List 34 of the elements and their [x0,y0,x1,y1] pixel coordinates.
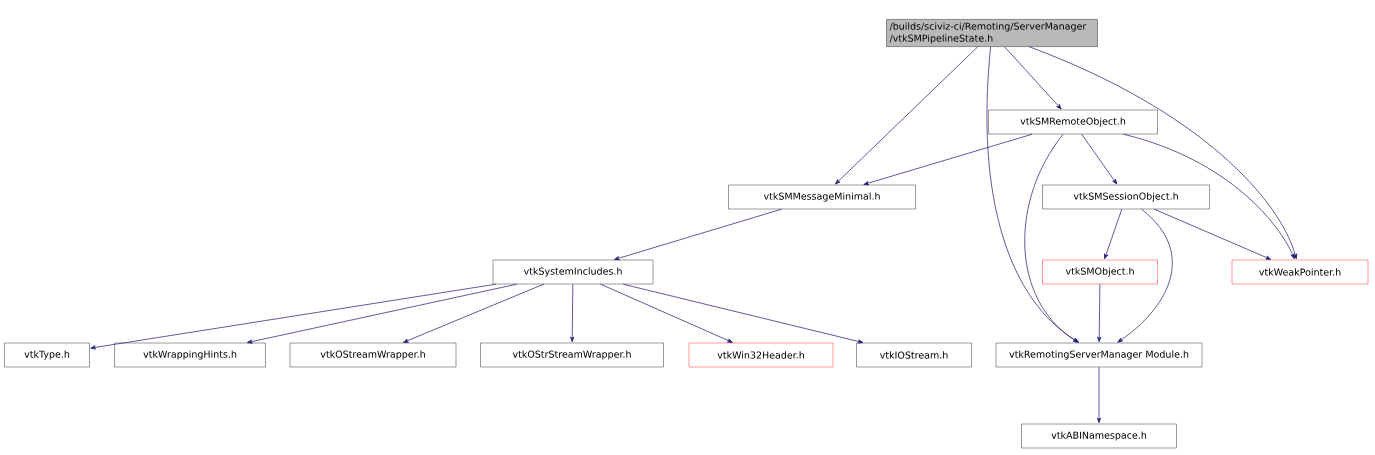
arrow [1024,133,1079,343]
arrow [246,283,518,344]
file-box: vtkSMSessionObject.h [1042,184,1210,210]
arrow [1081,133,1118,185]
arrow [1028,46,1298,260]
arrow [1117,208,1173,343]
file-box: vtkWrappingHints.h [114,342,266,368]
arrow [1004,46,1062,110]
arrow [403,283,544,343]
arrow [863,133,1033,186]
file-box: vtkOStreamWrapper.h [289,342,457,368]
arrow [1153,208,1272,260]
file-box: vtkIOStream.h [856,342,972,368]
file-box: vtkRemotingServerManager Module.h [995,342,1203,368]
file-box: vtkWin32Header.h [688,342,834,368]
arrow [1097,283,1102,343]
arrow [1123,133,1295,260]
file-box: vtkSMObject.h [1042,259,1158,285]
arrow [1104,208,1123,260]
arrow [614,208,782,261]
file-box: vtkType.h [4,342,90,368]
arrow [1096,366,1102,424]
file-box: /builds/sciviz-ci/Remoting/ServerManager /vtkSMPipelineState.h [886,19,1098,47]
file-box: vtkOStrStreamWrapper.h [480,342,664,368]
arrow [835,46,979,185]
file-box: vtkABINamespace.h [1021,423,1177,449]
file-box: vtkSystemIncludes.h [492,259,654,285]
arrow [570,283,575,343]
file-box: vtkSMMessageMinimal.h [728,184,916,210]
arrow [622,283,864,344]
file-box: vtkWeakPointer.h [1231,259,1369,285]
file-box: vtkSMRemoteObject.h [988,109,1158,135]
arrow [600,283,733,343]
arrow [90,283,497,350]
